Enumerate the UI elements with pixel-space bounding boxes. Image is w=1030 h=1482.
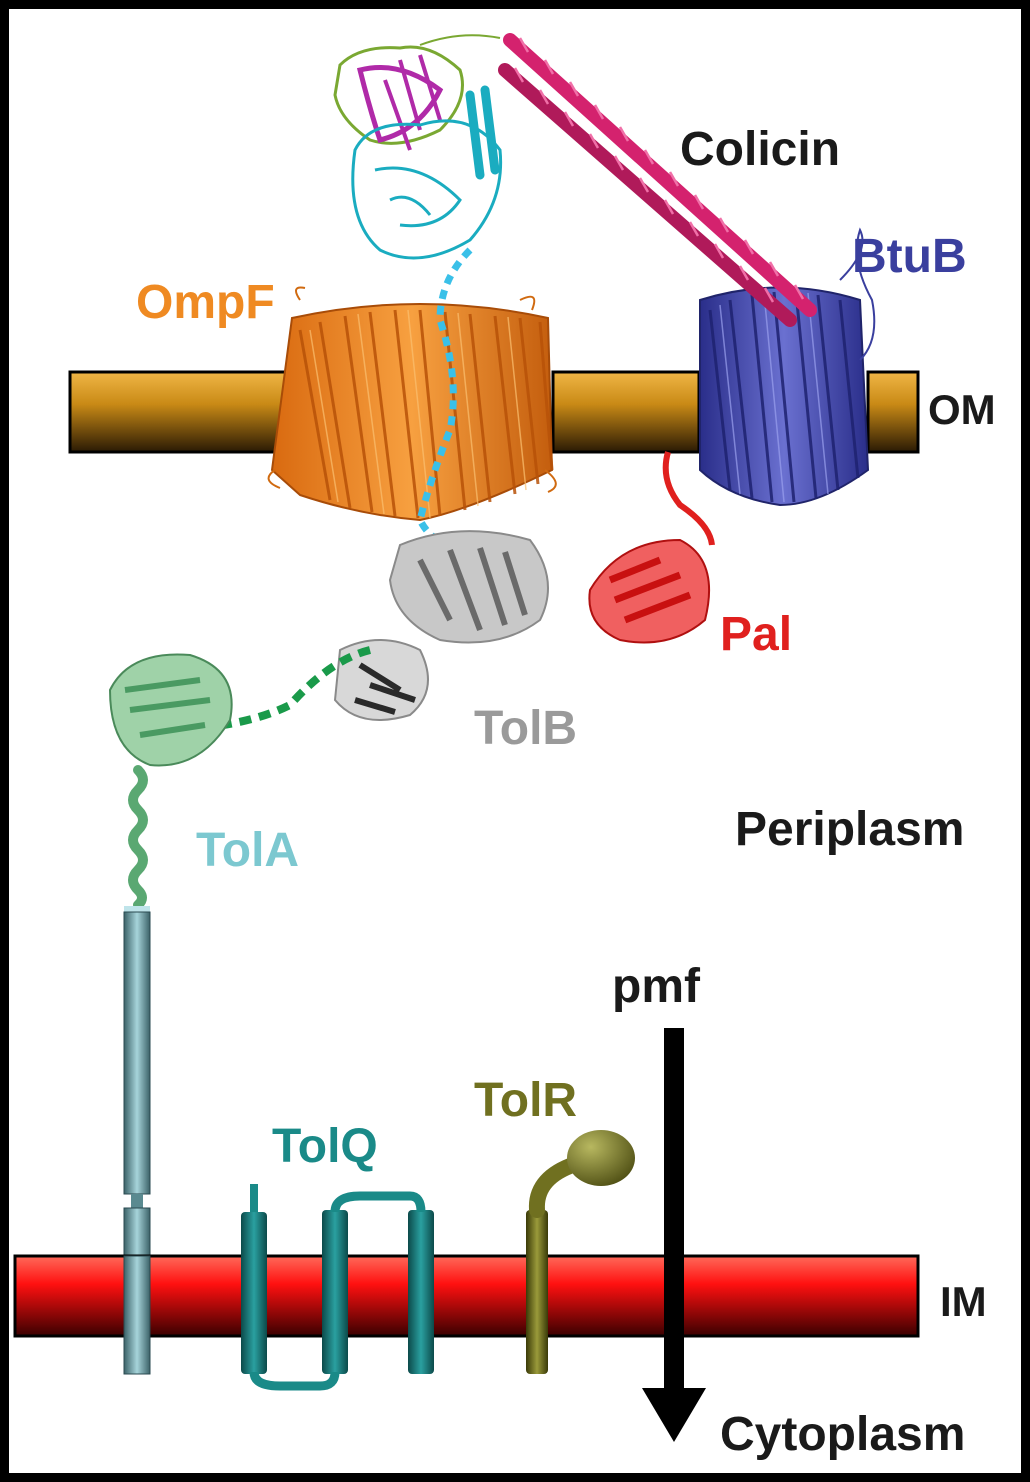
colicin-domains xyxy=(333,34,503,260)
label-tolr: TolR xyxy=(474,1074,577,1127)
label-pal: Pal xyxy=(720,608,792,661)
pal-linker xyxy=(662,451,715,546)
tola-disordered-linker xyxy=(179,646,372,734)
colicin-disordered-segment xyxy=(416,247,473,549)
tola-domain xyxy=(108,653,233,910)
label-tolb: TolB xyxy=(474,702,577,755)
label-cytoplasm: Cytoplasm xyxy=(720,1408,965,1461)
om-segment-right xyxy=(866,370,920,454)
label-periplasm: Periplasm xyxy=(735,803,964,856)
om-segment-middle xyxy=(551,370,701,454)
tola-tm-segment xyxy=(123,1255,151,1375)
btub-barrel xyxy=(699,227,876,507)
label-om: OM xyxy=(928,386,996,433)
om-segment-left xyxy=(68,370,294,454)
ompf-barrel xyxy=(267,286,557,522)
tolq-structure xyxy=(241,1184,434,1391)
label-tola: TolA xyxy=(196,824,299,877)
label-colicin: Colicin xyxy=(680,123,840,176)
label-im: IM xyxy=(940,1278,987,1325)
label-pmf: pmf xyxy=(612,960,701,1013)
tolr-structure xyxy=(526,1130,635,1374)
colicin-coiled-coil xyxy=(498,33,817,327)
pmf-arrow xyxy=(642,1028,706,1442)
tolb-structure xyxy=(333,530,549,721)
inner-membrane xyxy=(13,1254,920,1338)
label-btub: BtuB xyxy=(852,230,967,283)
label-tolq: TolQ xyxy=(272,1120,378,1173)
pal-structure xyxy=(588,538,711,644)
label-ompf: OmpF xyxy=(136,276,275,329)
